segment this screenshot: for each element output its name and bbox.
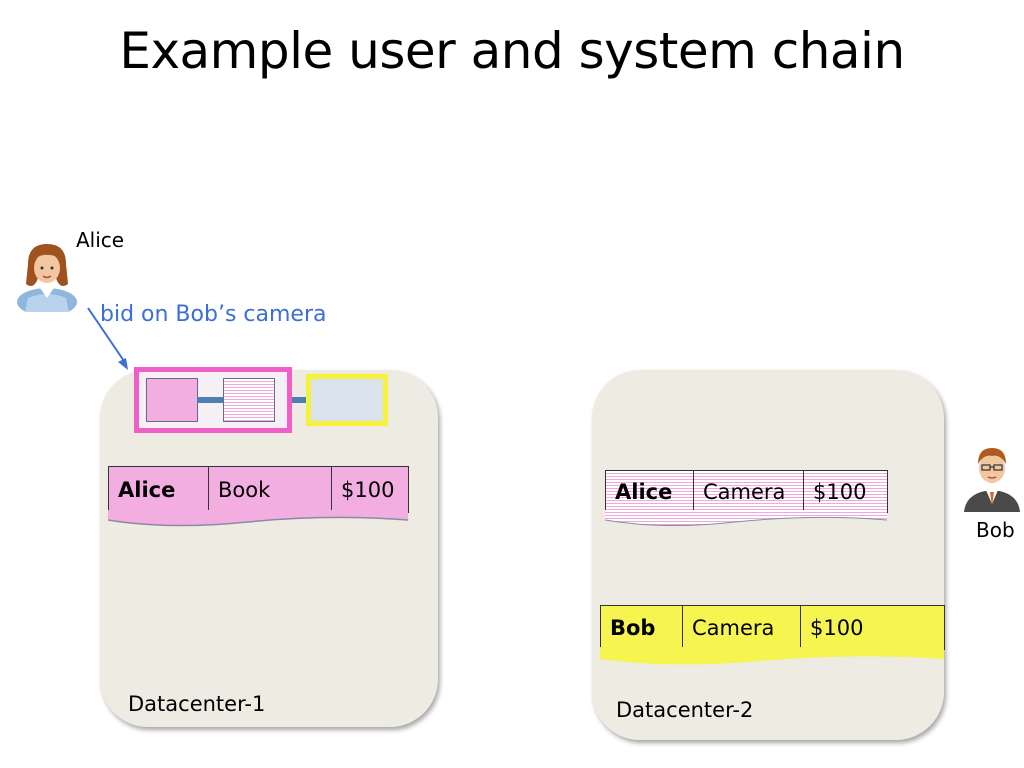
datacenter-1-label: Datacenter-1 xyxy=(128,692,266,716)
record-item: Book xyxy=(208,467,331,513)
record-item: Camera xyxy=(693,471,803,513)
record-price: $100 xyxy=(800,606,944,650)
chain-link-external xyxy=(292,397,310,403)
chain-link xyxy=(198,397,223,403)
action-arrow xyxy=(87,307,128,370)
dc2-replica-wave xyxy=(605,510,888,527)
record-price: $100 xyxy=(803,471,887,513)
dc2-record-owner: Bob Camera $100 xyxy=(600,605,945,650)
dc2-owner-wave xyxy=(600,647,944,665)
datacenter-2 xyxy=(592,370,944,740)
chain-node-alice xyxy=(146,378,198,422)
dc2-record-replica: Alice Camera $100 xyxy=(605,470,888,513)
record-user: Bob xyxy=(600,606,682,650)
record-price: $100 xyxy=(331,467,408,513)
bob-avatar-icon xyxy=(964,448,1020,512)
chain-node-replica xyxy=(223,378,275,422)
bob-name: Bob xyxy=(976,518,1015,542)
alice-name: Alice xyxy=(76,228,125,252)
chain-node-bob xyxy=(306,374,388,426)
alice-avatar-icon xyxy=(17,244,77,312)
dc1-record: Alice Book $100 xyxy=(108,466,409,513)
alice-action-label: bid on Bob’s camera xyxy=(100,302,327,327)
record-item: Camera xyxy=(682,606,800,650)
page-title: Example user and system chain xyxy=(119,22,905,80)
record-user: Alice xyxy=(108,467,208,513)
dc1-record-wave xyxy=(108,510,409,527)
record-user: Alice xyxy=(605,471,693,513)
datacenter-2-label: Datacenter-2 xyxy=(616,698,754,722)
